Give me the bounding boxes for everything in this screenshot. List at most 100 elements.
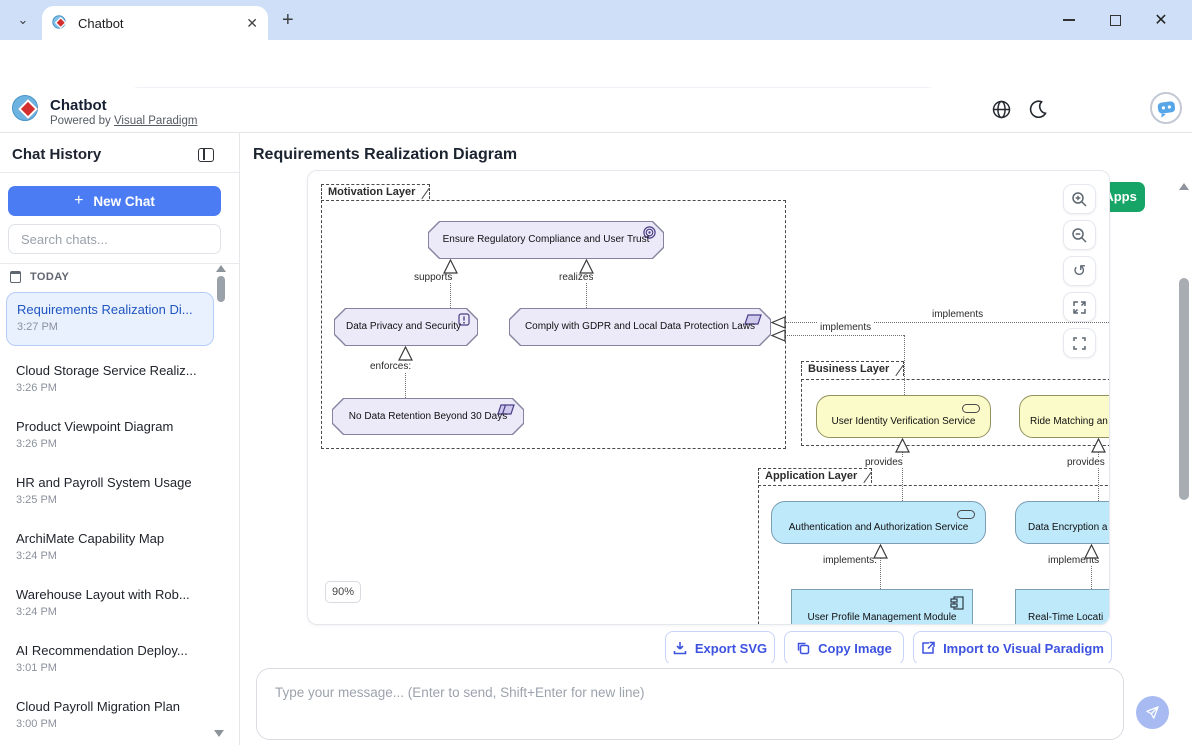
search-chats-input[interactable]	[8, 224, 221, 254]
fullscreen-button[interactable]	[1063, 328, 1096, 358]
edge-enforces-line	[405, 360, 406, 398]
node-business-service-2[interactable]: Ride Matching an	[1019, 395, 1109, 438]
business-layer-group	[801, 379, 1109, 446]
chat-item[interactable]: Cloud Storage Service Realiz... 3:26 PM	[16, 363, 197, 394]
motivation-layer-label: Motivation Layer	[321, 184, 431, 199]
expand-button[interactable]	[1063, 292, 1096, 322]
export-svg-button[interactable]: Export SVG	[665, 631, 775, 665]
plus-icon: +	[74, 192, 84, 209]
application-layer-label: Application Layer	[758, 468, 873, 483]
new-tab-button[interactable]: +	[282, 9, 294, 31]
send-button[interactable]	[1136, 696, 1169, 729]
visual-paradigm-link[interactable]: Visual Paradigm	[113, 115, 198, 127]
edge-label: enforces:	[368, 361, 414, 372]
edge-label: realizes	[557, 272, 596, 283]
zoom-in-button[interactable]	[1063, 184, 1096, 214]
window-minimize-button[interactable]	[1046, 0, 1092, 40]
business-service-icon	[962, 404, 980, 413]
sidebar-scroll-up-icon[interactable]	[216, 265, 226, 272]
edge-realizes-line	[586, 273, 587, 308]
download-icon	[673, 642, 687, 655]
edge-label: provides	[1065, 457, 1107, 468]
node-app-service-2[interactable]: Data Encryption a	[1015, 501, 1109, 544]
tab-strip: ⌄ Chatbot ✕ + ✕	[0, 0, 1192, 40]
language-globe-icon[interactable]	[992, 100, 1011, 119]
diagram-canvas[interactable]: Motivation Layer Business Layer Applicat…	[307, 170, 1110, 625]
copy-image-button[interactable]: Copy Image	[784, 631, 904, 665]
send-plane-icon	[1146, 706, 1159, 719]
node-constraint[interactable]: No Data Retention Beyond 30 Days	[332, 398, 524, 435]
section-label: TODAY	[30, 271, 70, 283]
goal-icon	[643, 226, 656, 239]
chat-item[interactable]: ArchiMate Capability Map 3:24 PM	[16, 531, 165, 562]
edge-implements-c-line	[880, 558, 881, 589]
chat-item[interactable]: Product Viewpoint Diagram 3:26 PM	[16, 419, 174, 450]
dark-mode-moon-icon[interactable]	[1029, 100, 1047, 118]
node-requirement[interactable]: Comply with GDPR and Local Data Protecti…	[509, 308, 771, 346]
chat-item[interactable]: Cloud Payroll Migration Plan 3:00 PM	[16, 699, 181, 730]
message-input-area	[241, 663, 1192, 745]
message-input[interactable]	[256, 668, 1124, 740]
business-layer-label: Business Layer	[801, 361, 905, 376]
arrowhead-icon	[579, 259, 594, 274]
chat-item[interactable]: Requirements Realization Di... 3:27 PM	[6, 292, 214, 346]
assistant-chat-icon[interactable]	[1150, 92, 1182, 124]
edge-provides-b-line	[1098, 452, 1099, 501]
edge-implements-b-line	[904, 335, 905, 395]
edge-implements-a-line	[785, 322, 1109, 323]
tab-title: Chatbot	[78, 15, 124, 31]
chat-item[interactable]: AI Recommendation Deploy... 3:01 PM	[16, 643, 188, 674]
node-component-1[interactable]: User Profile Management Module	[791, 589, 973, 624]
requirement-icon	[744, 314, 762, 325]
component-icon	[950, 596, 964, 610]
node-component-2[interactable]: Real-Time Locati	[1015, 589, 1109, 624]
app-title: Chatbot	[50, 97, 107, 114]
reset-view-button[interactable]: ↺	[1063, 256, 1096, 286]
browser-tab[interactable]: Chatbot ✕	[42, 6, 268, 40]
external-link-icon	[922, 641, 935, 654]
copy-icon	[797, 642, 810, 655]
main-scrollbar-thumb[interactable]	[1179, 278, 1189, 500]
edge-implements-d-line	[1091, 558, 1092, 589]
sidebar-divider	[0, 263, 239, 264]
sidebar: Chat History + New Chat TODAY Requiremen…	[0, 133, 240, 745]
collapse-sidebar-icon[interactable]	[198, 148, 214, 162]
sidebar-scroll-down-icon[interactable]	[214, 730, 224, 737]
arrowhead-icon	[1084, 544, 1099, 559]
arrowhead-icon	[895, 438, 910, 453]
tab-favicon-icon	[52, 15, 67, 29]
node-app-service-1[interactable]: Authentication and Authorization Service	[771, 501, 986, 544]
edge-provides-a-line	[902, 452, 903, 501]
chat-item[interactable]: Warehouse Layout with Rob... 3:24 PM	[16, 587, 190, 618]
window-close-button[interactable]: ✕	[1154, 12, 1168, 29]
tab-close-icon[interactable]: ✕	[246, 14, 258, 31]
zoom-out-button[interactable]	[1063, 220, 1096, 250]
import-to-vp-button[interactable]: Import to Visual Paradigm	[913, 631, 1112, 665]
zoom-level-badge: 90%	[325, 581, 361, 603]
application-layer-group	[758, 485, 1109, 624]
edge-implements-b-line	[785, 335, 904, 336]
tab-search-chevron-icon[interactable]: ⌄	[17, 12, 29, 27]
sidebar-divider	[0, 172, 239, 173]
chat-item[interactable]: HR and Payroll System Usage 3:25 PM	[16, 475, 192, 506]
sidebar-scrollbar-thumb[interactable]	[217, 276, 225, 302]
sidebar-title: Chat History	[12, 146, 102, 163]
edge-label: provides	[863, 457, 905, 468]
powered-by: Powered by Visual Paradigm	[50, 115, 198, 127]
arrowhead-icon	[873, 544, 888, 559]
main-scroll-up-icon[interactable]	[1179, 183, 1189, 190]
edge-supports-line	[450, 273, 451, 308]
node-principle[interactable]: Data Privacy and Security	[334, 308, 478, 346]
edge-label: supports	[412, 272, 455, 283]
new-chat-button[interactable]: + New Chat	[8, 186, 221, 216]
window-maximize-button[interactable]	[1092, 0, 1138, 40]
app-header: Chatbot Powered by Visual Paradigm More …	[0, 88, 1192, 212]
node-goal[interactable]: Ensure Regulatory Compliance and User Tr…	[428, 221, 664, 259]
application-service-icon	[957, 510, 975, 519]
node-business-service-1[interactable]: User Identity Verification Service	[816, 395, 991, 438]
edge-label: implements	[818, 322, 874, 333]
edge-label: implements	[930, 309, 986, 320]
calendar-icon	[10, 271, 21, 283]
edge-label: implements:	[821, 555, 879, 566]
page-title: Requirements Realization Diagram	[253, 146, 518, 163]
